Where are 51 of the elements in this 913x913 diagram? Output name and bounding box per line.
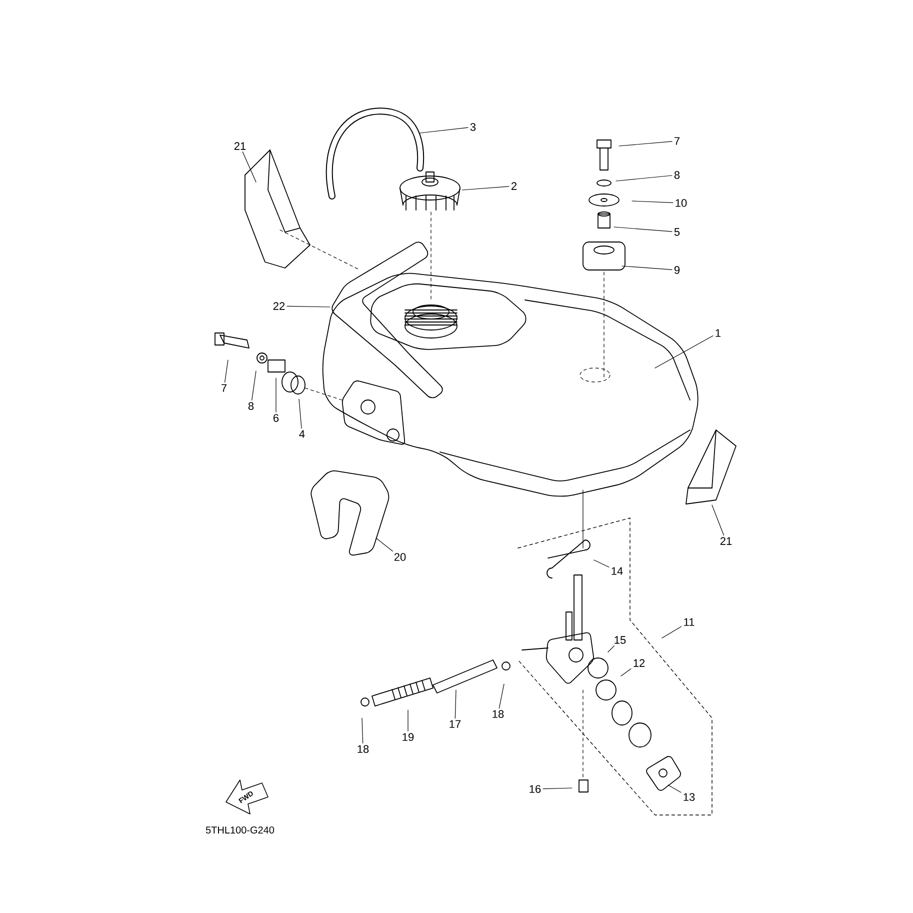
callout-number: 7 <box>674 137 680 145</box>
leader-line <box>616 175 672 182</box>
callout-number: 2 <box>512 182 517 190</box>
leader-line <box>454 690 456 719</box>
callout-number: 9 <box>674 266 680 274</box>
callout-number: 15 <box>614 636 626 644</box>
callout-number: 8 <box>248 402 254 410</box>
callout-number: 20 <box>394 553 406 561</box>
callout-number: 21 <box>234 142 246 150</box>
leader-line <box>622 266 672 270</box>
leader-line <box>712 504 724 536</box>
callout-number: 7 <box>222 384 226 392</box>
callout-number: 17 <box>450 720 461 728</box>
part-code: 5THL100-G240 <box>206 826 274 834</box>
leader-line <box>224 360 228 383</box>
leader-line <box>298 398 302 429</box>
callout-number: 1 <box>716 329 721 337</box>
leader-line <box>594 560 610 568</box>
leader-line <box>618 141 672 146</box>
callout-number: 5 <box>674 228 680 236</box>
leader-line <box>668 784 682 793</box>
callout-number: 19 <box>402 733 414 741</box>
callout-number: 4 <box>299 430 305 438</box>
leader-line <box>654 335 714 368</box>
callout-number: 16 <box>530 785 541 793</box>
leader-line <box>376 538 393 552</box>
callout-number: 18 <box>358 745 369 753</box>
leader-line <box>662 626 682 638</box>
callout-number: 22 <box>273 302 285 310</box>
leader-line <box>620 668 632 676</box>
leader-line <box>286 306 330 308</box>
leader-line <box>362 718 364 744</box>
callout-number: 21 <box>720 537 732 545</box>
callout-number: 14 <box>612 567 623 575</box>
leader-line <box>498 684 504 708</box>
leader-line <box>242 152 256 182</box>
leader-line <box>252 370 256 400</box>
callout-number: 11 <box>684 618 694 626</box>
leader-line <box>420 127 468 134</box>
callout-number: 6 <box>274 414 279 422</box>
leader-line <box>632 200 674 203</box>
callout-number: 3 <box>470 123 476 131</box>
callout-number: 10 <box>676 199 687 207</box>
leader-line <box>614 226 672 232</box>
callout-number: 13 <box>684 793 695 801</box>
callout-number: 12 <box>634 659 645 667</box>
leader-line <box>542 788 572 790</box>
callout-number: 8 <box>674 171 680 179</box>
callout-number: 18 <box>492 710 504 718</box>
leader-line <box>608 646 615 652</box>
leader-line <box>462 186 510 190</box>
